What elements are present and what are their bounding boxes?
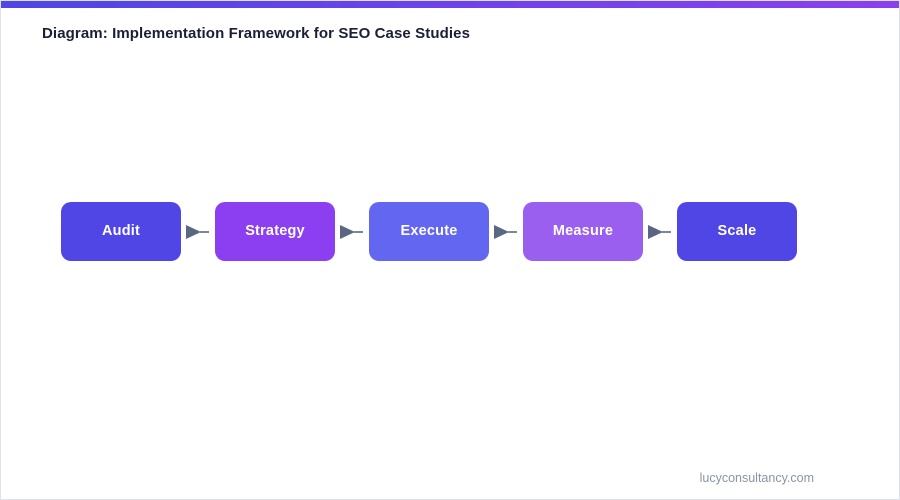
arrow-right-triangle-icon bbox=[340, 224, 363, 239]
flow-connector-2 bbox=[335, 202, 369, 261]
footer-url: lucyconsultancy.com bbox=[699, 471, 814, 485]
flow-node-label: Measure bbox=[552, 223, 614, 240]
arrow-right-triangle-icon bbox=[494, 224, 517, 239]
flow-connector-1 bbox=[181, 202, 215, 261]
flow-node-label: Execute bbox=[400, 223, 458, 240]
flow-node-label: Audit bbox=[101, 223, 141, 240]
flow-node-execute[interactable]: Execute bbox=[369, 202, 489, 261]
arrow-right-triangle-icon bbox=[186, 224, 209, 239]
arrow-right-triangle-icon bbox=[648, 224, 671, 239]
flow-node-label: Strategy bbox=[245, 223, 305, 240]
flow-connector-3 bbox=[489, 202, 523, 261]
flow-connector-4 bbox=[643, 202, 677, 261]
flow-node-label: Scale bbox=[717, 223, 757, 240]
flow-node-measure[interactable]: Measure bbox=[523, 202, 643, 261]
page-title: Diagram: Implementation Framework for SE… bbox=[42, 25, 471, 42]
top-accent-bar bbox=[1, 1, 899, 8]
process-flow: Audit Strategy Execute Measure Scale bbox=[61, 202, 797, 261]
flow-node-strategy[interactable]: Strategy bbox=[215, 202, 335, 261]
flow-node-audit[interactable]: Audit bbox=[61, 202, 181, 261]
flow-node-scale[interactable]: Scale bbox=[677, 202, 797, 261]
